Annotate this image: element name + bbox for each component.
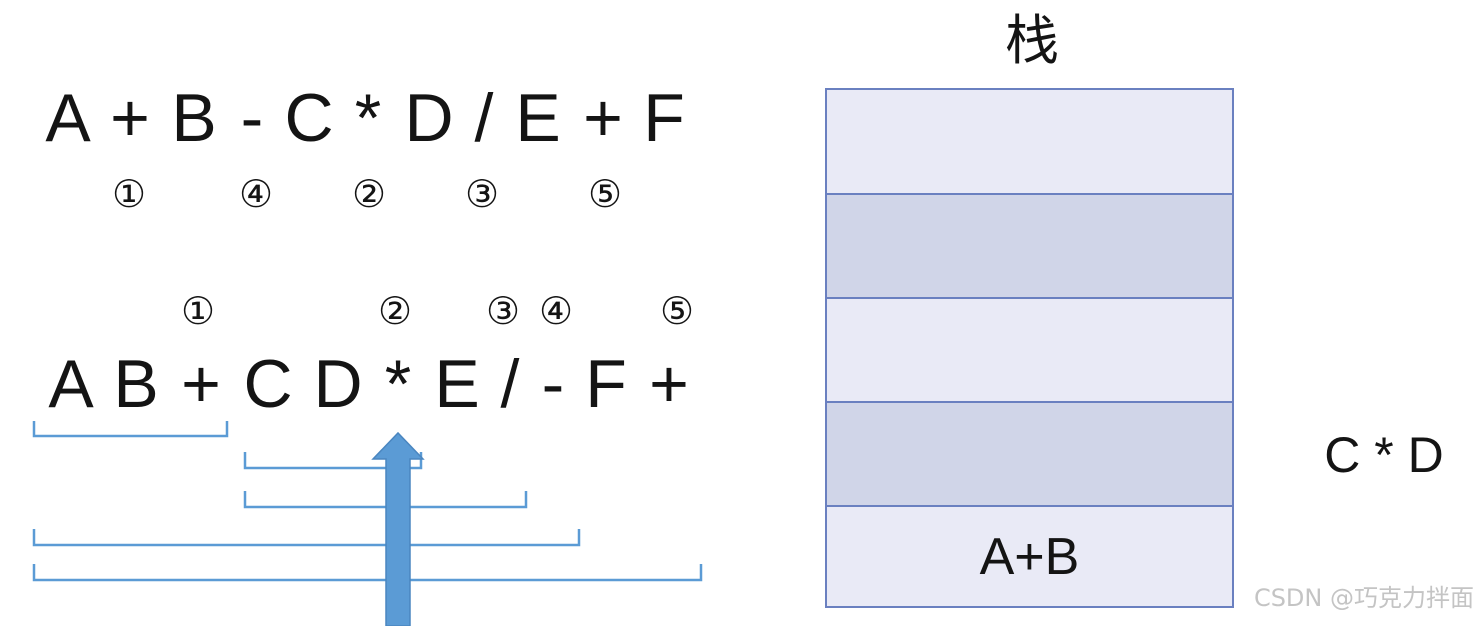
infix-token: C (284, 80, 334, 156)
postfix-token: + (649, 346, 689, 422)
scope-bracket-cd-times (243, 452, 423, 470)
stack-cell (827, 193, 1232, 297)
order-mark: ⑤ (659, 289, 695, 333)
order-mark: ③ (464, 172, 500, 216)
infix-token: + (583, 80, 623, 156)
scope-bracket-whole (32, 564, 703, 582)
order-mark: ③ (485, 289, 521, 333)
postfix-token: F (585, 346, 627, 422)
infix-token: - (240, 80, 264, 156)
infix-token: D (404, 80, 454, 156)
order-mark: ② (377, 289, 413, 333)
stack-cell (827, 297, 1232, 401)
watermark: CSDN @巧克力拌面 (1253, 584, 1474, 612)
scope-brackets (32, 421, 703, 582)
stack-cell (827, 401, 1232, 505)
stack: A+B (825, 88, 1234, 608)
infix-token: B (171, 80, 217, 156)
order-mark: ⑤ (587, 172, 623, 216)
order-mark: ① (111, 172, 147, 216)
infix-token: * (354, 80, 382, 156)
postfix-token: B (113, 346, 159, 422)
postfix-token: + (181, 346, 221, 422)
up-arrow-icon (371, 431, 425, 626)
postfix-token: D (313, 346, 363, 422)
stack-cell (827, 90, 1232, 193)
postfix-token: A (48, 346, 94, 422)
current-expression: C * D (1324, 427, 1444, 483)
scope-bracket-ab-plus (32, 421, 229, 438)
infix-token: A (45, 80, 91, 156)
postfix-token: / (500, 346, 520, 422)
order-mark: ④ (238, 172, 274, 216)
order-mark: ② (351, 172, 387, 216)
order-mark: ① (180, 289, 216, 333)
infix-token: / (474, 80, 494, 156)
stack-cell-bottom: A+B (827, 505, 1232, 606)
stack-title: 栈 (1005, 9, 1059, 72)
postfix-token: * (384, 346, 412, 422)
postfix-token: - (541, 346, 565, 422)
order-mark: ④ (538, 289, 574, 333)
scope-bracket-minus (32, 529, 581, 547)
postfix-token: C (243, 346, 293, 422)
infix-token: E (515, 80, 561, 156)
postfix-token: E (434, 346, 480, 422)
infix-token: + (110, 80, 150, 156)
infix-token: F (643, 80, 685, 156)
